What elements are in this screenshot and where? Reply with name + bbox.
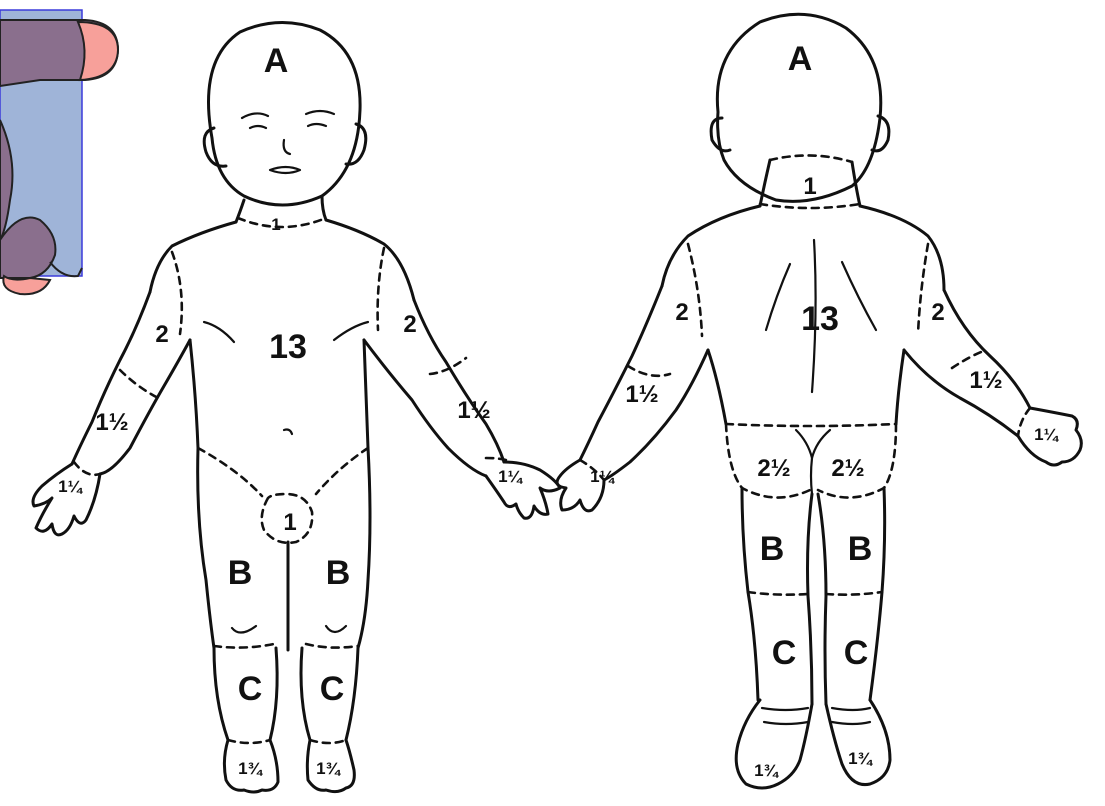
front-right-thigh-label: B — [326, 554, 351, 592]
back-neck-label: 1 — [803, 173, 816, 200]
front-left-hand-label: 1¼ — [58, 477, 83, 496]
front-left-upper-arm-label: 2 — [155, 321, 168, 348]
front-right-forearm-label: 1½ — [457, 397, 490, 424]
front-trunk-label: 13 — [269, 328, 307, 366]
back-head-label: A — [788, 40, 813, 78]
back-left-foot-label: 1¾ — [754, 761, 779, 780]
back-right-foot-label: 1¾ — [848, 749, 873, 768]
back-left-hand-label: 1¼ — [590, 467, 615, 486]
back-right-upper-arm-label: 2 — [931, 299, 944, 326]
front-head-label: A — [264, 42, 289, 80]
front-right-hand-label: 1¼ — [498, 467, 523, 486]
back-right-leg-label: C — [844, 634, 869, 672]
back-left-buttock-label: 2½ — [757, 455, 790, 482]
front-left-forearm-label: 1½ — [95, 409, 128, 436]
front-right-leg-label: C — [320, 670, 345, 708]
back-right-buttock-label: 2½ — [831, 455, 864, 482]
back-trunk-label: 13 — [801, 300, 839, 338]
back-right-thigh-label: B — [848, 530, 873, 568]
front-neck-label: 1 — [271, 215, 280, 234]
front-right-upper-arm-label: 2 — [403, 311, 416, 338]
back-left-thigh-label: B — [760, 530, 785, 568]
back-left-forearm-label: 1½ — [625, 381, 658, 408]
hand-overlay-image — [0, 10, 118, 294]
front-genital-label: 1 — [283, 509, 296, 536]
back-left-upper-arm-label: 2 — [675, 299, 688, 326]
front-left-foot-label: 1¾ — [238, 759, 263, 778]
back-right-hand-label: 1¼ — [1034, 425, 1059, 444]
back-left-leg-label: C — [772, 634, 797, 672]
front-left-thigh-label: B — [228, 554, 253, 592]
front-right-foot-label: 1¾ — [316, 759, 341, 778]
back-right-forearm-label: 1½ — [969, 367, 1002, 394]
front-left-leg-label: C — [238, 670, 263, 708]
front-labels: A 1 13 2 2 1½ 1½ 1¼ 1¼ 1 B B C C 1¾ 1¾ — [58, 42, 523, 778]
